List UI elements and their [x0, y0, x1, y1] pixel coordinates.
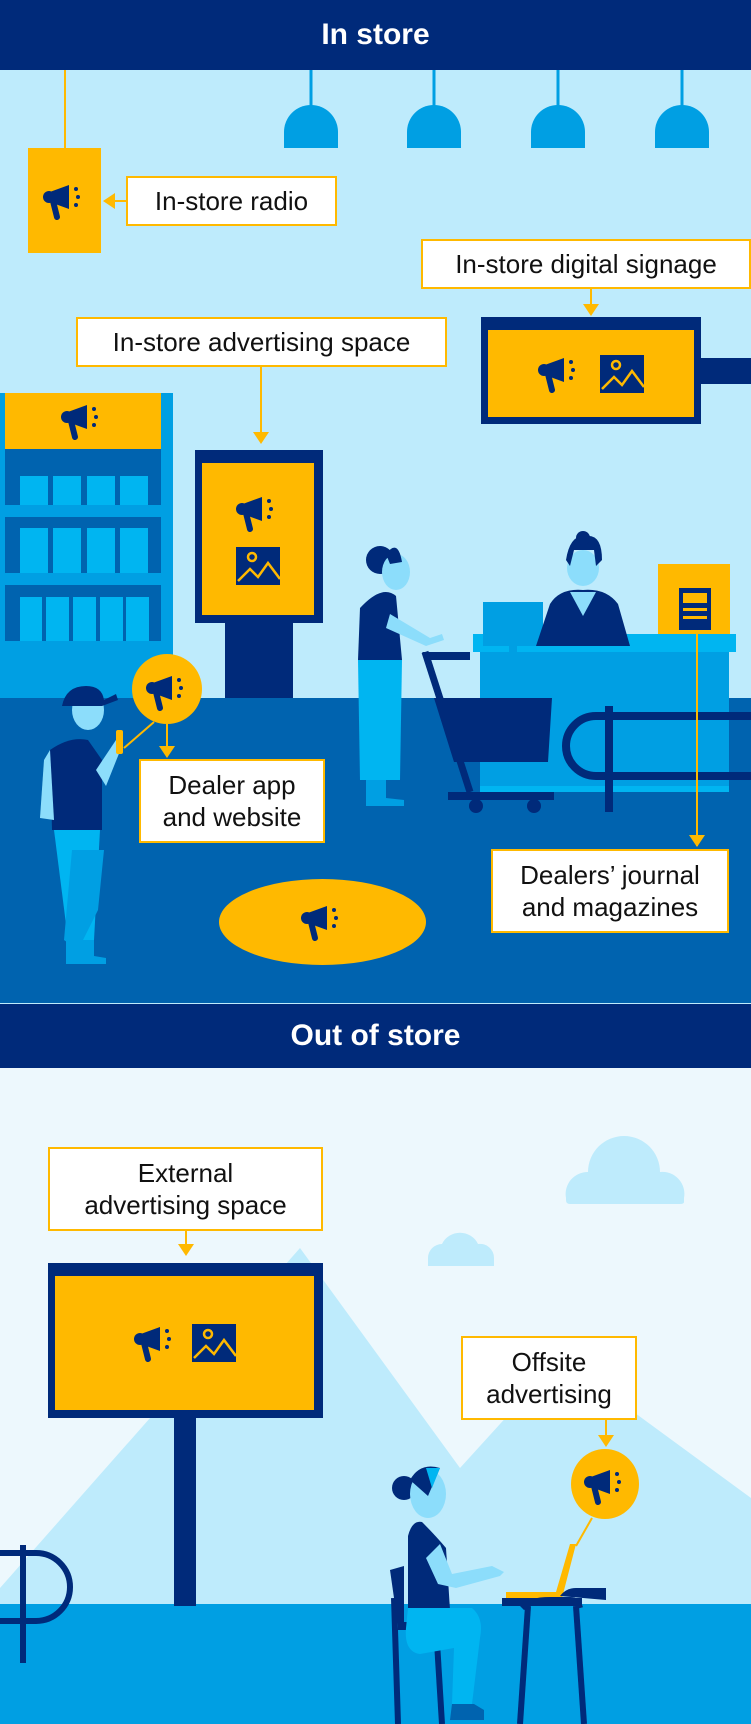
megaphone-icon [42, 184, 80, 220]
ceiling-lamps [284, 70, 709, 148]
in-store-title: In store [321, 18, 430, 51]
radio-arrow-line [114, 200, 128, 202]
label-text: In-store advertising space [112, 327, 411, 357]
radio-arrow [103, 193, 115, 209]
megaphone-icon [300, 906, 338, 941]
external-line [185, 1231, 187, 1245]
megaphone-icon [61, 405, 98, 440]
signage-line [590, 289, 592, 305]
image-icon [191, 1324, 236, 1362]
outdoor-ground [0, 1604, 751, 1724]
external-arrow [178, 1244, 194, 1256]
label-text: Dealer app and website [162, 770, 302, 832]
checkout-scene [358, 531, 751, 813]
out-of-store-title: Out of store [290, 1019, 461, 1052]
digital-signage-screen [481, 317, 701, 424]
billboard-pole [174, 1418, 196, 1606]
ad-kiosk [195, 450, 323, 623]
label-external-space: External advertising space [48, 1147, 323, 1231]
label-in-store-radio: In-store radio [126, 176, 337, 226]
label-text: Dealers’ journal and magazines [520, 860, 700, 922]
label-text: In-store digital signage [455, 249, 717, 279]
megaphone-icon [133, 1327, 171, 1362]
radio-speaker [28, 148, 101, 253]
label-text: External advertising space [84, 1158, 287, 1220]
offsite-line [605, 1420, 607, 1436]
signage-arrow [583, 304, 599, 316]
offsite-arrow [598, 1435, 614, 1447]
bike-rack [0, 1545, 73, 1663]
megaphone-icon [236, 497, 273, 532]
shelf-sign [5, 393, 161, 449]
in-store-header: In store [0, 0, 751, 70]
signage-mount [701, 358, 751, 384]
kiosk-pole [225, 623, 293, 698]
journal-line [696, 634, 698, 846]
label-dealer-app: Dealer app and website [139, 759, 325, 843]
store-shelf [0, 393, 173, 698]
image-icon [236, 547, 280, 585]
shopper-figure [358, 546, 444, 806]
label-advertising-space: In-store advertising space [76, 317, 447, 367]
journal-arrow [689, 835, 705, 847]
label-dealers-journal: Dealers’ journal and magazines [491, 849, 729, 933]
adspace-arrow [253, 432, 269, 444]
laptop-scene [390, 1449, 639, 1724]
out-of-store-header: Out of store [0, 1004, 751, 1068]
floor-sticker [219, 879, 426, 965]
image-icon [600, 354, 644, 393]
adspace-line [260, 367, 262, 433]
billboard [48, 1263, 323, 1418]
radio-hanger [64, 70, 66, 148]
label-text: Offsite advertising [486, 1347, 612, 1409]
label-text: In-store radio [154, 186, 309, 216]
man-with-phone [40, 654, 202, 964]
label-digital-signage: In-store digital signage [421, 239, 751, 289]
megaphone-icon [538, 357, 575, 393]
label-offsite: Offsite advertising [461, 1336, 637, 1420]
